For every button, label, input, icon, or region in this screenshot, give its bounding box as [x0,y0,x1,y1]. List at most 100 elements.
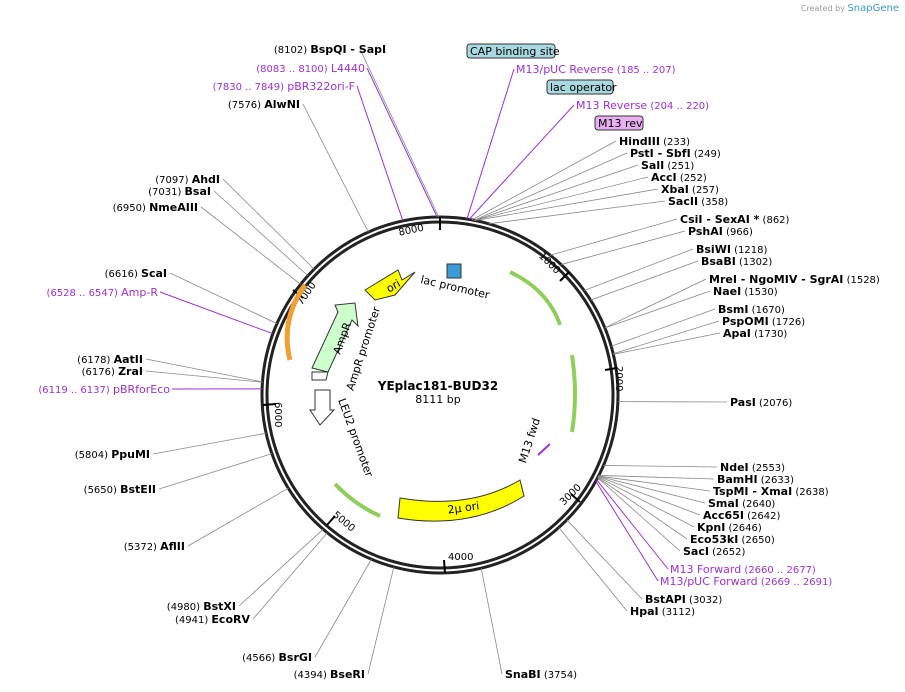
site-label-aatii[interactable]: (6178) AatII [77,353,143,366]
site-text: SalI (251) [641,159,694,172]
site-label-ahdi[interactable]: (7097) AhdI [155,173,220,186]
primer-text: (6119 .. 6137) pBRforEco [38,383,170,396]
leu2-promoter-arrow [309,389,336,426]
site-position: (7097) [155,175,191,186]
site-label-bamhi[interactable]: BamHI (2633) [717,473,794,486]
site-connector [200,206,301,285]
site-text: NdeI (2553) [720,461,785,474]
site-label-ppumi[interactable]: (5804) PpuMI [75,448,150,461]
site-name: BstAPI [645,593,686,606]
tick-label-6000: 6000 [272,402,283,427]
site-text: BsaBI (1302) [701,255,772,268]
site-label-bstxi[interactable]: (4980) BstXI [167,600,236,613]
site-connector [367,566,395,675]
site-label-tspmi[interactable]: TspMI - XmaI (2638) [713,485,829,498]
site-label-hpai[interactable]: HpaI (3112) [630,605,695,618]
primer-label-m13-reverse[interactable]: M13 Reverse (204 .. 220) [576,99,709,112]
snapgene-brand: SnapGene [847,3,899,14]
site-label-bsmi[interactable]: BsmI (1670) [718,303,785,316]
site-label-snabi[interactable]: SnaBI (3754) [505,668,577,681]
site-text: BamHI (2633) [717,473,794,486]
site-label-scai[interactable]: (6616) ScaI [105,267,167,280]
site-label-xbai[interactable]: XbaI (257) [661,183,719,196]
site-label-sacii[interactable]: SacII (358) [668,195,728,208]
primer-label-m13-puc-reverse[interactable]: M13/pUC Reverse (185 .. 207) [516,63,676,76]
site-name: PstI - SbfI [630,147,691,160]
site-name: Acc65I [703,509,744,522]
primer-label-amp-r[interactable]: (6528 .. 6547) Amp-R [47,286,159,299]
site-label-aflii[interactable]: (5372) AflII [124,540,185,553]
primer-connector [366,67,438,218]
site-text: HpaI (3112) [630,605,695,618]
label-connectors [145,48,728,675]
site-connector [598,476,701,516]
site-connector [187,487,289,547]
site-label-apai[interactable]: ApaI (1730) [723,327,787,340]
site-connector [213,190,309,277]
site-position: (252) [677,173,707,184]
site-label-bspqi[interactable]: (8102) BspQI - SapI [274,43,386,56]
primer-connector [356,85,404,222]
primer-position: (6119 .. 6137) [38,385,113,396]
tick-marks [262,217,618,574]
site-label-smai[interactable]: SmaI (2640) [708,497,775,510]
site-name: AccI [651,171,677,184]
site-label-ndei[interactable]: NdeI (2553) [720,461,785,474]
site-label-bsai[interactable]: (7031) BsaI [148,185,211,198]
site-label-naei[interactable]: NaeI (1530) [713,285,778,298]
site-connector [597,476,695,528]
primer-name: L4440 [331,62,365,75]
site-label-alwni[interactable]: (7576) AlwNI [228,98,300,111]
site-position: (7576) [228,100,264,111]
site-label-kpni[interactable]: KpnI (2646) [697,521,762,534]
site-label-bsrgi[interactable]: (4566) BsrGI [242,651,312,664]
cap-binding-site-box [466,43,556,59]
site-label-csii[interactable]: CsiI - SexAI * (862) [680,213,790,226]
site-position: (5650) [84,485,120,496]
site-text: (4980) BstXI [167,600,236,613]
site-name: EcoRV [211,613,250,626]
site-label-bseri[interactable]: (4394) BseRI [294,668,365,681]
primer-label-m13-forward[interactable]: M13 Forward (2660 .. 2677) [670,563,816,576]
site-label-pspomi[interactable]: PspOMI (1726) [722,315,805,328]
site-label-saci[interactable]: SacI (2652) [683,545,745,558]
site-label-ecorv[interactable]: (4941) EcoRV [175,613,250,626]
site-label-hindiii[interactable]: HindIII (233) [619,135,690,148]
site-label-sali[interactable]: SalI (251) [641,159,694,172]
orange-feature [284,283,308,361]
site-name: BsaI [185,185,211,198]
site-position: (4980) [167,602,203,613]
site-label-bsabi[interactable]: BsaBI (1302) [701,255,772,268]
site-label-nmeaiii[interactable]: (6950) NmeAIII [113,201,198,214]
site-connector [613,320,720,355]
site-text: AccI (252) [651,171,707,184]
site-label-bsiwi[interactable]: BsiWI (1218) [696,243,767,256]
site-label-pasi[interactable]: PasI (2076) [730,396,792,409]
site-label-pshai[interactable]: PshAI (966) [688,225,753,238]
primer-position: (8083 .. 8100) [256,64,331,75]
site-label-acci[interactable]: AccI (252) [651,171,707,184]
site-label-eco53ki[interactable]: Eco53kI (2650) [690,533,775,546]
site-connector [314,559,372,658]
primer-label-pbr322ori-f[interactable]: (7830 .. 7849) pBR322ori-F [213,80,355,93]
site-connector [152,432,267,455]
site-label-mrei[interactable]: MreI - NgoMIV - SgrAI (1528) [709,273,880,286]
site-connector [359,48,440,218]
site-connector [598,475,711,492]
site-connector [474,176,649,221]
primer-label-pbrforeco[interactable]: (6119 .. 6137) pBRforEco [38,383,170,396]
site-connector [604,290,711,329]
site-label-zrai[interactable]: (6176) ZraI [82,365,143,378]
site-connector [603,465,718,468]
primer-label-m13-puc-forward[interactable]: M13/pUC Forward (2669 .. 2691) [660,575,832,588]
site-label-acc65i[interactable]: Acc65I (2642) [703,509,780,522]
snapgene-credit: Created by SnapGene [800,3,899,14]
site-label-bstapi[interactable]: BstAPI (3032) [645,593,722,606]
site-connector [158,453,273,490]
primer-label-l4440[interactable]: (8083 .. 8100) L4440 [256,62,365,75]
site-label-psti[interactable]: PstI - SbfI (249) [630,147,721,160]
site-label-bsteii[interactable]: (5650) BstEII [84,483,156,496]
site-text: SacI (2652) [683,545,745,558]
site-connector [471,140,617,221]
site-position: (2650) [738,535,775,546]
